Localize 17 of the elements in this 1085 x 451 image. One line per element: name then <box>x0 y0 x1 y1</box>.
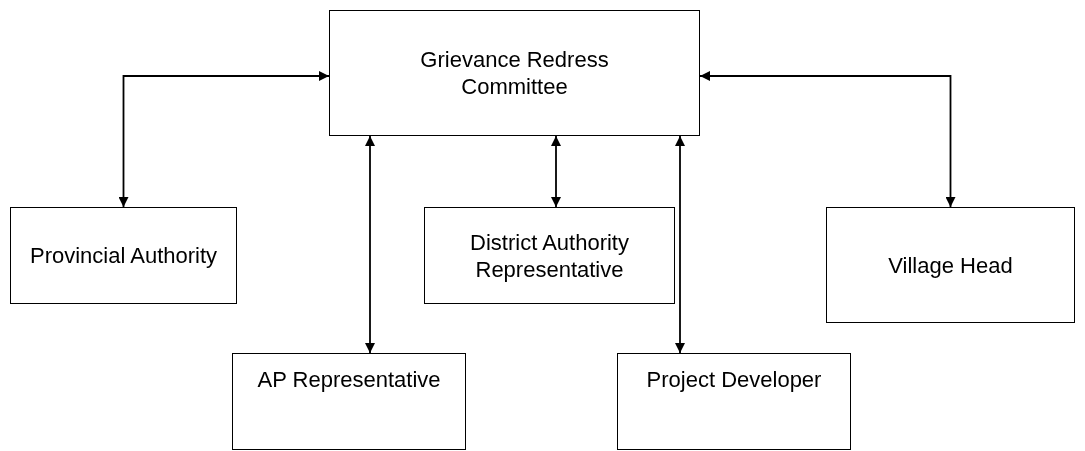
double-arrow <box>675 135 685 354</box>
double-arrow <box>699 71 956 208</box>
double-arrow <box>118 71 330 208</box>
org-box <box>617 353 851 450</box>
double-arrow <box>551 135 561 208</box>
org-box <box>424 207 675 304</box>
org-box <box>826 207 1075 323</box>
box-label: Provincial Authority <box>29 242 218 269</box>
box-label: Grievance Redress Committee <box>419 46 610 100</box>
org-box <box>232 353 466 450</box>
org-box <box>10 207 237 304</box>
box-label: Village Head <box>888 252 1013 279</box>
box-label: Project Developer <box>646 366 822 393</box>
org-box <box>329 10 700 136</box>
box-label: District Authority Representative <box>469 228 630 283</box>
box-label: AP Representative <box>257 366 441 393</box>
double-arrow <box>365 135 375 354</box>
